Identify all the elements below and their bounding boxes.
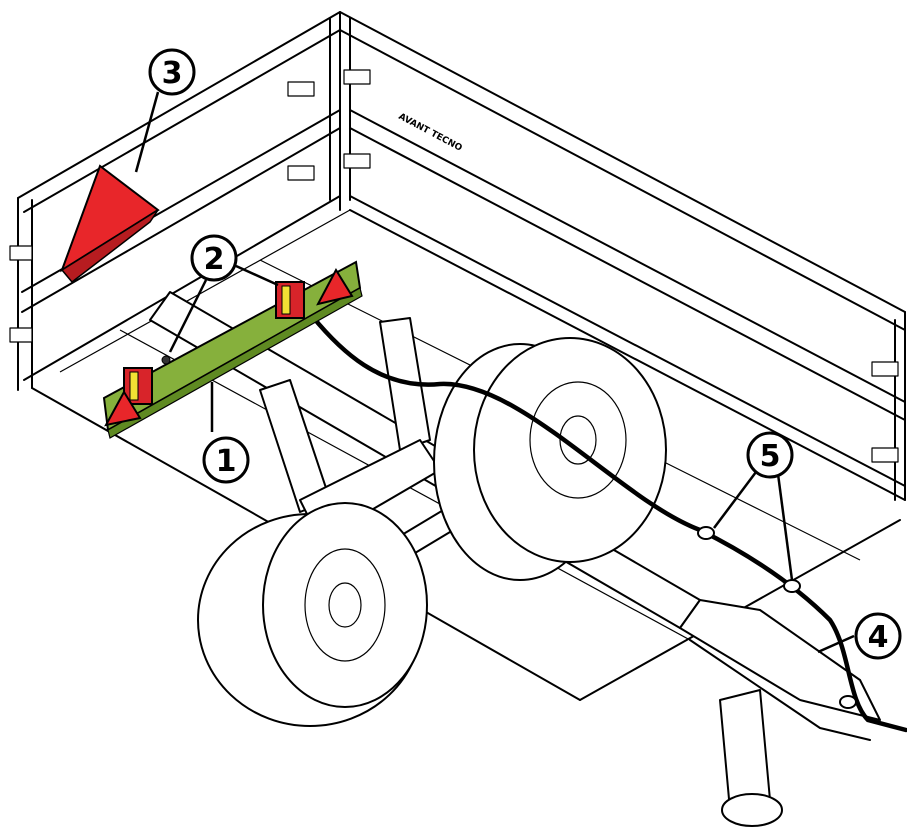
wheel-rear [197,502,428,727]
callout-3: 3 [148,48,196,96]
trailer-box: AVANT TECNO [9,11,906,701]
callout-1-label: 1 [216,444,237,479]
callout-1: 1 [202,436,250,484]
callout-2: 2 [190,234,238,282]
warning-triangle [60,164,160,284]
callout-5: 5 [746,431,794,479]
callout-3-label: 3 [162,56,183,91]
tail-light-left [104,367,153,427]
cable-clips [697,526,857,709]
callout-4: 4 [854,612,902,660]
leader-lines [134,91,855,654]
brand-mark: AVANT TECNO [397,112,464,154]
callout-4-label: 4 [868,620,889,655]
wheel-front [433,337,667,581]
callout-5-label: 5 [760,439,781,474]
tail-light-right [275,267,354,319]
callout-2-label: 2 [204,242,225,277]
